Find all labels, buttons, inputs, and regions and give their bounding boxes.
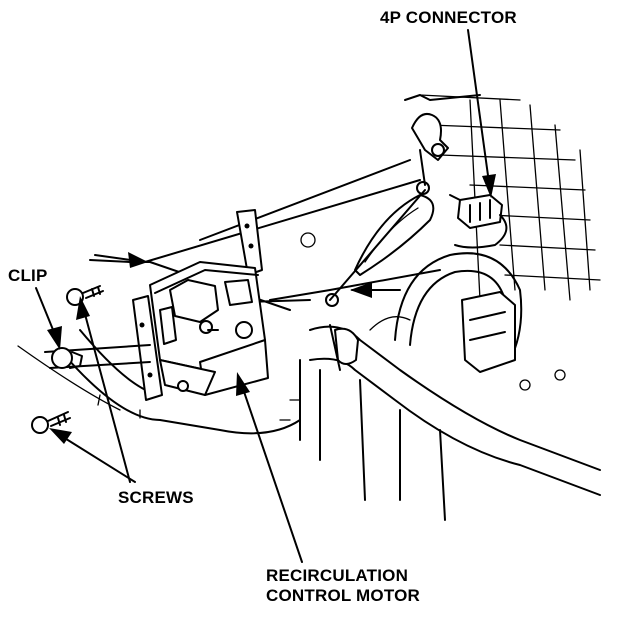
screw-lower xyxy=(31,411,71,434)
direction-arrows xyxy=(94,252,401,298)
clip-label: CLIP xyxy=(8,266,48,285)
lower-ducting xyxy=(279,232,601,521)
screw-upper xyxy=(66,285,104,306)
top-bracket xyxy=(411,112,449,161)
motor-body xyxy=(132,209,269,401)
motor-label: RECIRCULATION CONTROL MOTOR xyxy=(266,566,420,606)
connector-4p xyxy=(449,194,508,249)
motor-label-line2: CONTROL MOTOR xyxy=(266,586,421,605)
blower-housing xyxy=(394,252,523,373)
connector-label: 4P CONNECTOR xyxy=(380,8,517,27)
screws-label: SCREWS xyxy=(118,488,194,507)
clip-part xyxy=(44,344,151,369)
leader-lines xyxy=(35,29,496,563)
motor-label-line1: RECIRCULATION xyxy=(266,566,409,585)
damper-link xyxy=(325,149,435,307)
